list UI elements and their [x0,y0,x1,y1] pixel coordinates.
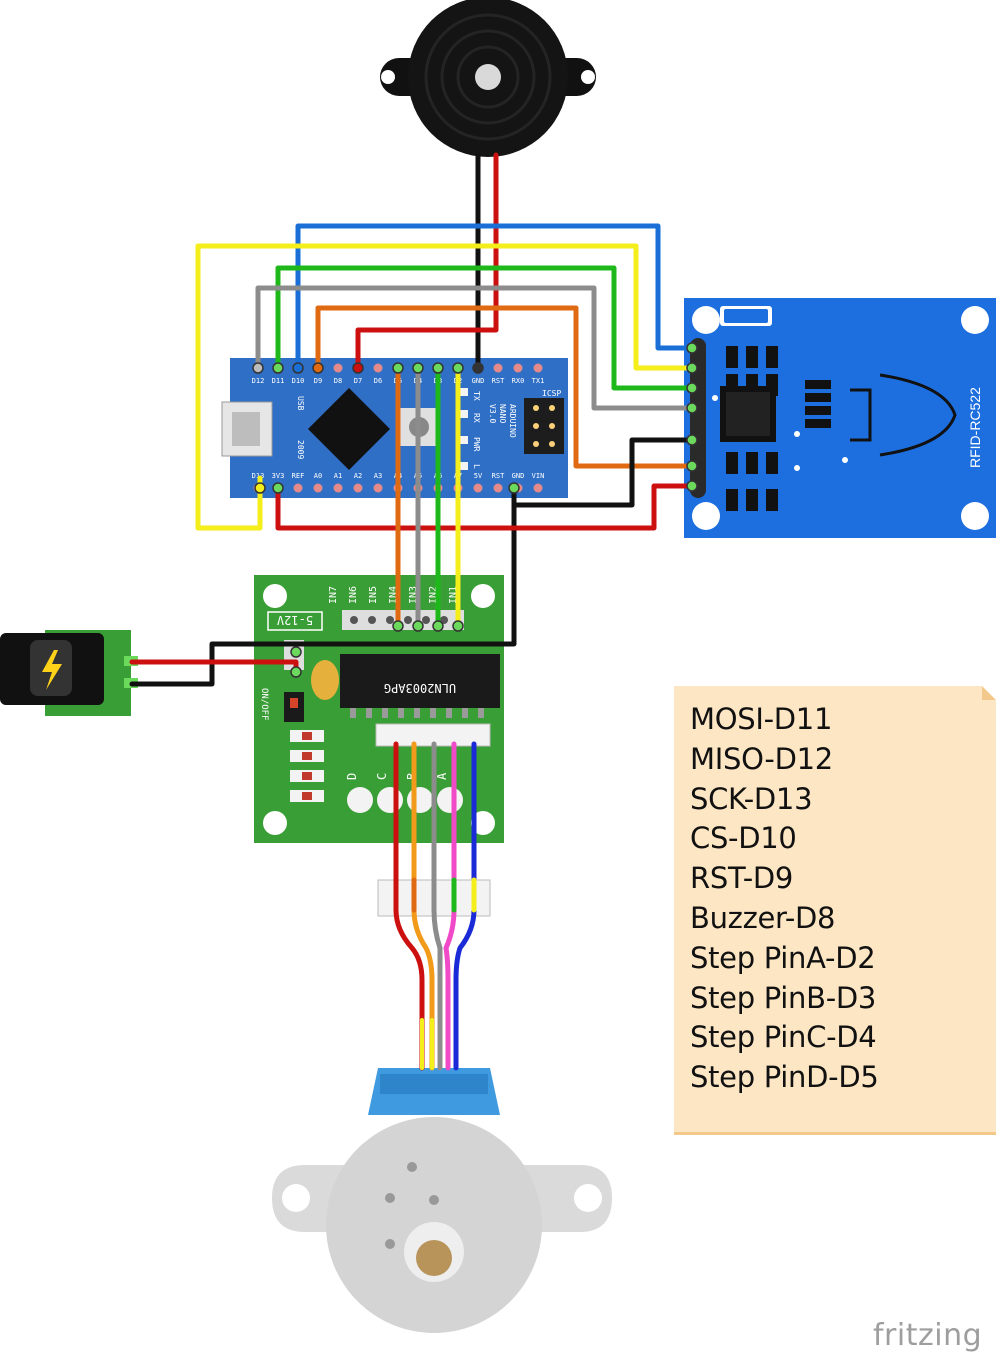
nano-bottom-pin-label: A0 [314,472,322,480]
pinout-list: MOSI-D11 MISO-D12 SCK-D13 CS-D10 RST-D9 … [674,686,996,1098]
nano-board-text-2: NANO [498,404,507,423]
power-bolt-icon [42,650,62,690]
driver-input-label: IN6 [348,586,359,604]
nano-board-text-3: V3.0 [488,404,497,423]
driver-input-label: IN1 [448,586,459,604]
wire-endpoints [252,342,698,678]
pinout-line-rst: RST-D9 [690,861,794,896]
nano-top-pin-label: D12 [252,377,265,385]
pinout-line-step-a: Step PinA-D2 [690,940,876,975]
pinout-line-cs: CS-D10 [690,821,797,856]
nano-bottom-pin-label: A3 [374,472,382,480]
nano-bottom-pin-label: RST [492,472,505,480]
rfid-module: RFID-RC522 [684,298,996,538]
nano-top-pin-label: D10 [292,377,305,385]
pinout-line-buzzer: Buzzer-D8 [690,900,836,935]
nano-top-pin-label: TX1 [532,377,545,385]
nano-led-tx: TX [472,391,481,401]
driver-phase-label: D [345,773,359,780]
driver-voltage-label: 5-12V [277,613,313,627]
nano-bottom-pin-label: 5V [474,472,483,480]
nano-led-rx: RX [472,413,481,423]
nano-top-pin-label: D8 [334,377,342,385]
pinout-line-miso: MISO-D12 [690,741,833,776]
nano-bottom-pin-label: REF [292,472,305,480]
nano-bottom-pin [533,483,543,493]
rfid-label: RFID-RC522 [967,387,983,468]
nano-top-pin-label: D9 [314,377,322,385]
pinout-line-mosi: MOSI-D11 [690,702,833,736]
nano-bottom-pin [473,483,483,493]
nano-top-pin-label: RST [492,377,505,385]
nano-top-pin [513,363,523,373]
nano-top-pin-label: GND [472,377,485,385]
nano-top-pin-label: RX0 [512,377,525,385]
nano-top-pin-label: D7 [354,377,362,385]
nano-bottom-pin-label: 3V3 [272,472,285,480]
nano-bottom-pin-label: A2 [354,472,362,480]
driver-input-label: IN3 [408,586,419,604]
nano-led-l: L [472,464,481,469]
nano-bottom-pin [333,483,343,493]
stepper-driver-board: 5-12V IN7 IN6 IN5 IN4 IN3 IN2 IN1 ULN2003APG O… [254,575,504,843]
buzzer [380,0,596,157]
pinout-line-step-d: Step PinD-D5 [690,1060,879,1095]
driver-input-label: IN4 [388,586,399,604]
driver-phase-label: C [375,773,389,780]
fritzing-logo: fritzing [873,1318,983,1353]
nano-bottom-pin [373,483,383,493]
pinout-line-sck: SCK-D13 [690,781,813,816]
nano-bottom-pin [293,483,303,493]
driver-switch-label: ON/OFF [259,688,269,721]
driver-input-label: IN7 [328,586,339,604]
nano-top-pin-label: D11 [272,377,285,385]
pinout-line-step-b: Step PinB-D3 [690,980,877,1015]
pinout-note: MOSI-D11 MISO-D12 SCK-D13 CS-D10 RST-D9 … [674,686,996,1132]
nano-bottom-pin [353,483,363,493]
nano-bottom-pin [313,483,323,493]
nano-bottom-pin-label: D13 [252,472,265,480]
pinout-line-step-c: Step PinC-D4 [690,1020,877,1055]
driver-phase-label: A [435,772,449,780]
driver-input-label: IN5 [368,586,379,604]
nano-board-text-1: ARDUINO [508,404,517,438]
wires [129,152,695,1071]
nano-year-label: 2009 [296,440,305,459]
nano-top-pin [373,363,383,373]
power-jack [0,630,138,716]
nano-led-pwr: PWR [472,437,481,452]
nano-top-pin [533,363,543,373]
nano-bottom-pin-label: VIN [532,472,545,480]
nano-top-pin-label: D6 [374,377,382,385]
nano-bottom-pin-label: A1 [334,472,342,480]
nano-usb-label: USB [296,396,305,411]
nano-bottom-pin-label: GND [512,472,525,480]
nano-top-pin [333,363,343,373]
nano-bottom-pin [493,483,503,493]
nano-icsp-label: ICSP [542,389,561,398]
driver-input-label: IN2 [428,586,439,604]
nano-top-pin [493,363,503,373]
driver-chip-label: ULN2003APG [384,681,456,695]
